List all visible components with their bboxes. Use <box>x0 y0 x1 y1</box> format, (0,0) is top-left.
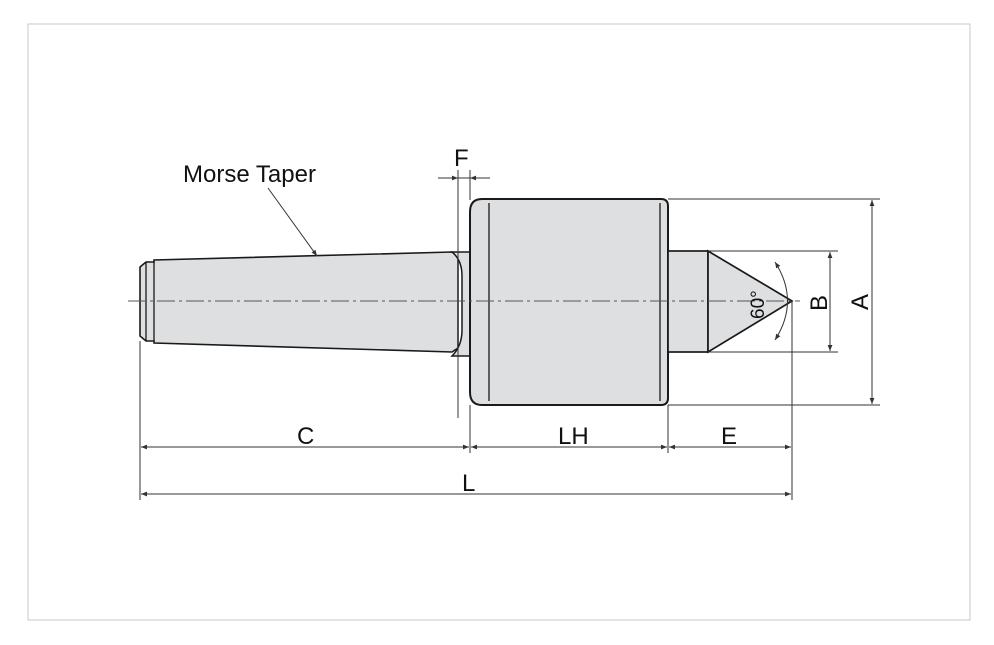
angle-label: 60° <box>748 290 769 319</box>
drawing-frame <box>27 23 971 621</box>
dimension-lines <box>141 175 875 497</box>
dim-label-lh: LH <box>558 423 589 450</box>
dim-label-b: B <box>806 295 833 311</box>
bearing-housing <box>469 198 669 406</box>
extension-lines <box>139 170 880 500</box>
dim-label-a: A <box>847 294 874 310</box>
dim-label-l: L <box>462 470 475 497</box>
dim-label-f: F <box>454 145 469 172</box>
morse-taper-callout: Morse Taper <box>183 161 316 188</box>
dim-label-e: E <box>721 423 737 450</box>
morse-taper-shank <box>139 251 459 353</box>
dim-label-c: C <box>297 423 314 450</box>
